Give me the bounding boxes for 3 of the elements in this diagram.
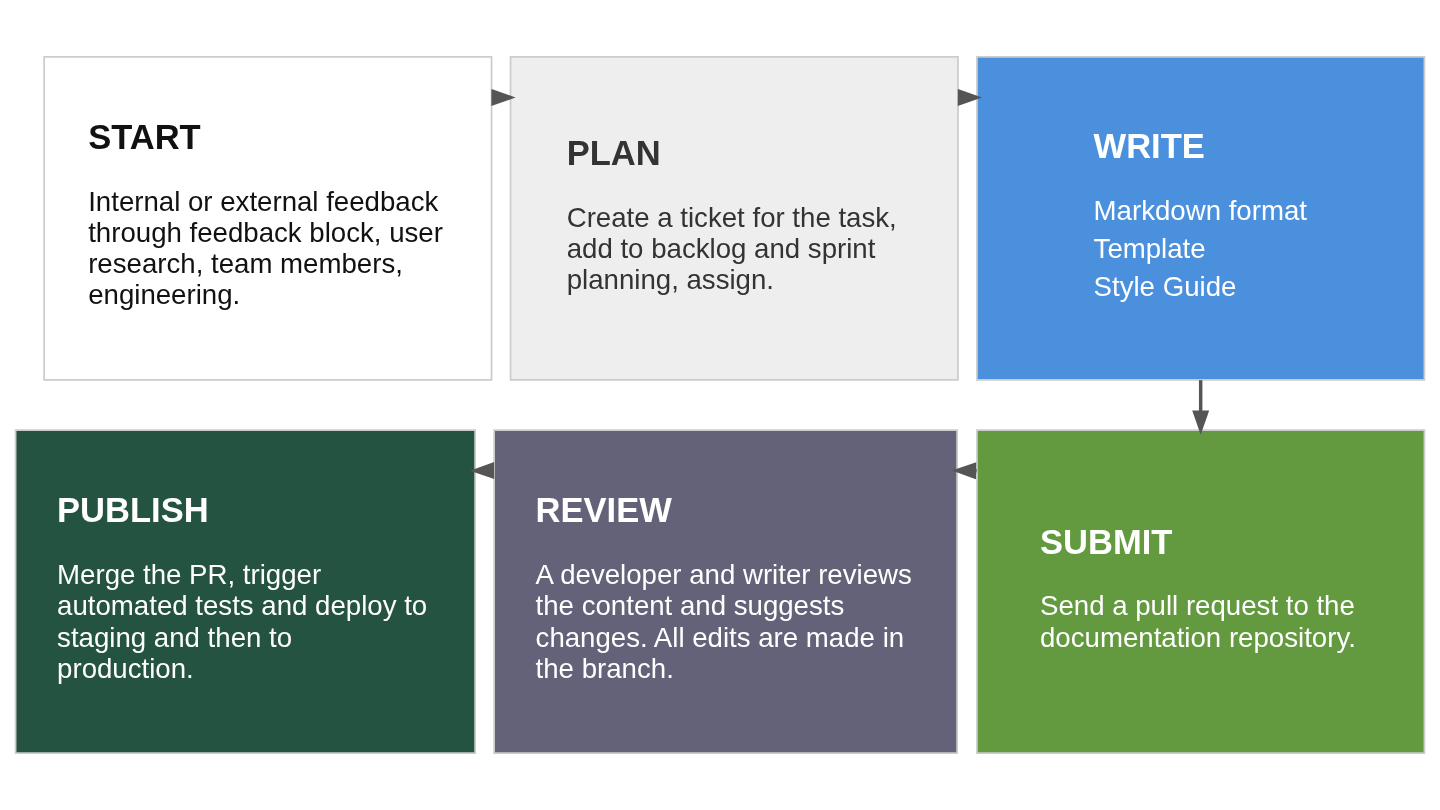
arrow	[1192, 380, 1210, 435]
node-box: WRITE Markdown format Template Style Guide	[976, 56, 1426, 381]
node-box: PUBLISH Merge the PR, trigger automated tests and deploy to staging and then to production.	[14, 429, 476, 754]
